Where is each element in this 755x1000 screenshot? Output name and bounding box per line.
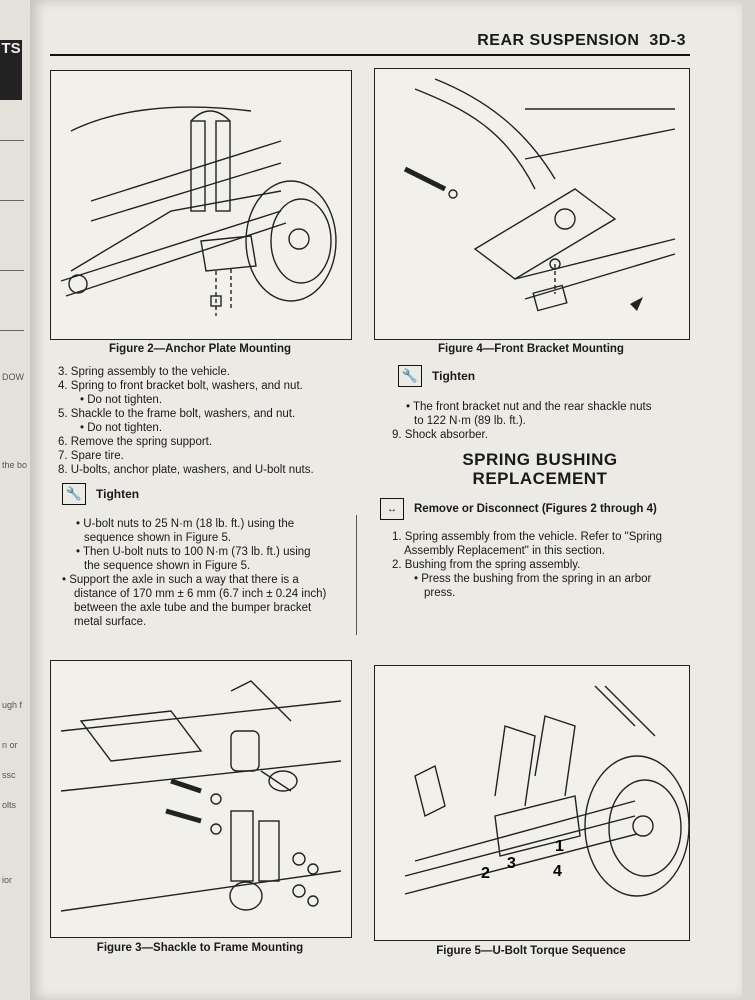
figure-5-caption: Figure 5—U-Bolt Torque Sequence	[436, 945, 626, 957]
spec-text: between the axle tube and the bumper bra…	[74, 602, 312, 614]
step-text: 8. U-bolts, anchor plate, washers, and U…	[58, 464, 314, 476]
spec-text: sequence shown in Figure 5.	[84, 532, 232, 544]
figure-4-caption: Figure 4—Front Bracket Mounting	[438, 343, 624, 355]
page-fragment: olts	[2, 800, 17, 810]
right-tighten-text: • The front bracket nut and the rear sha…	[392, 400, 692, 442]
left-steps: 3. Spring assembly to the vehicle. 4. Sp…	[58, 365, 353, 477]
sequence-label: 3	[507, 855, 516, 872]
step-text: 9. Shock absorber.	[392, 429, 488, 441]
figure-2-illustration	[50, 70, 352, 340]
left-tighten-text: • U-bolt nuts to 25 N·m (18 lb. ft.) usi…	[62, 517, 354, 629]
spec-text: the sequence shown in Figure 5.	[84, 560, 251, 572]
sequence-label: 1	[555, 838, 564, 855]
spec-text: • U-bolt nuts to 25 N·m (18 lb. ft.) usi…	[76, 518, 295, 530]
step-note: • Do not tighten.	[80, 422, 163, 434]
wrench-icon: 🔧	[62, 483, 86, 505]
figure-3-caption: Figure 3—Shackle to Frame Mounting	[96, 942, 304, 954]
tighten-heading-right: 🔧 Tighten	[398, 365, 475, 387]
column-divider	[356, 515, 357, 635]
tighten-label: Tighten	[432, 369, 476, 383]
step-text: 3. Spring assembly to the vehicle.	[58, 366, 230, 378]
step-note: press.	[424, 587, 456, 599]
step-text: 4. Spring to front bracket bolt, washers…	[58, 380, 303, 392]
page-fragment: DOW	[2, 372, 24, 382]
sequence-label: 4	[553, 863, 562, 880]
spec-text: distance of 170 mm ± 6 mm (6.7 inch ± 0.…	[74, 588, 327, 600]
figure-2-caption: Figure 2—Anchor Plate Mounting	[108, 343, 292, 355]
previous-page-edge: TS DOW the bo ugh f n or ssc olts ior	[0, 0, 31, 1000]
figure-4-illustration	[374, 68, 690, 340]
page-number: 3D-3	[649, 32, 686, 49]
section-title-line: REPLACEMENT	[472, 469, 608, 488]
spec-text: • The front bracket nut and the rear sha…	[406, 401, 652, 413]
anchor-plate-drawing	[60, 106, 337, 316]
section-tab: TS	[0, 40, 22, 100]
step-note: • Do not tighten.	[80, 394, 163, 406]
remove-label: Remove or Disconnect (Figures 2 through …	[414, 503, 657, 515]
right-remove-text: 1. Spring assembly from the vehicle. Ref…	[392, 530, 692, 600]
page-header: REAR SUSPENSION 3D-3	[50, 30, 690, 56]
spec-text: • Then U-bolt nuts to 100 N·m (73 lb. ft…	[76, 546, 311, 558]
spec-text: to 122 N·m (89 lb. ft.).	[414, 415, 526, 427]
remove-heading: ↔ Remove or Disconnect (Figures 2 throug…	[380, 498, 657, 520]
header-title: REAR SUSPENSION 3D-3	[477, 32, 686, 50]
remove-arrows-icon: ↔	[380, 498, 404, 520]
page-fragment: n or	[2, 740, 18, 750]
page-fragment: ugh f	[2, 700, 23, 710]
page-fragment: ssc	[2, 770, 16, 780]
figure-5-illustration: 2 3 1 4	[374, 665, 690, 941]
page-fragment: ior	[2, 875, 13, 885]
front-bracket-drawing	[403, 78, 676, 312]
section-name: REAR SUSPENSION	[477, 32, 640, 49]
sequence-label: 2	[481, 865, 490, 882]
wrench-icon: 🔧	[398, 365, 422, 387]
step-text: 7. Spare tire.	[58, 450, 124, 462]
step-text: Assembly Replacement" in this section.	[404, 545, 605, 557]
tighten-label: Tighten	[96, 487, 140, 501]
step-text: 1. Spring assembly from the vehicle. Ref…	[392, 531, 662, 543]
step-text: 5. Shackle to the frame bolt, washers, a…	[58, 408, 296, 420]
step-text: 6. Remove the spring support.	[58, 436, 213, 448]
spec-text: • Support the axle in such a way that th…	[62, 574, 299, 586]
figure-3-illustration	[50, 660, 352, 938]
tighten-heading-left: 🔧 Tighten	[62, 483, 139, 505]
step-text: 2. Bushing from the spring assembly.	[392, 559, 581, 571]
page-fragment: the bo	[2, 460, 28, 470]
section-title-line: SPRING BUSHING	[462, 450, 618, 469]
spec-text: metal surface.	[74, 616, 147, 628]
step-note: • Press the bushing from the spring in a…	[414, 573, 652, 585]
ubolt-sequence-drawing: 2 3 1 4	[404, 685, 689, 897]
shackle-frame-drawing	[60, 680, 342, 912]
section-heading: SPRING BUSHING REPLACEMENT	[390, 450, 690, 488]
